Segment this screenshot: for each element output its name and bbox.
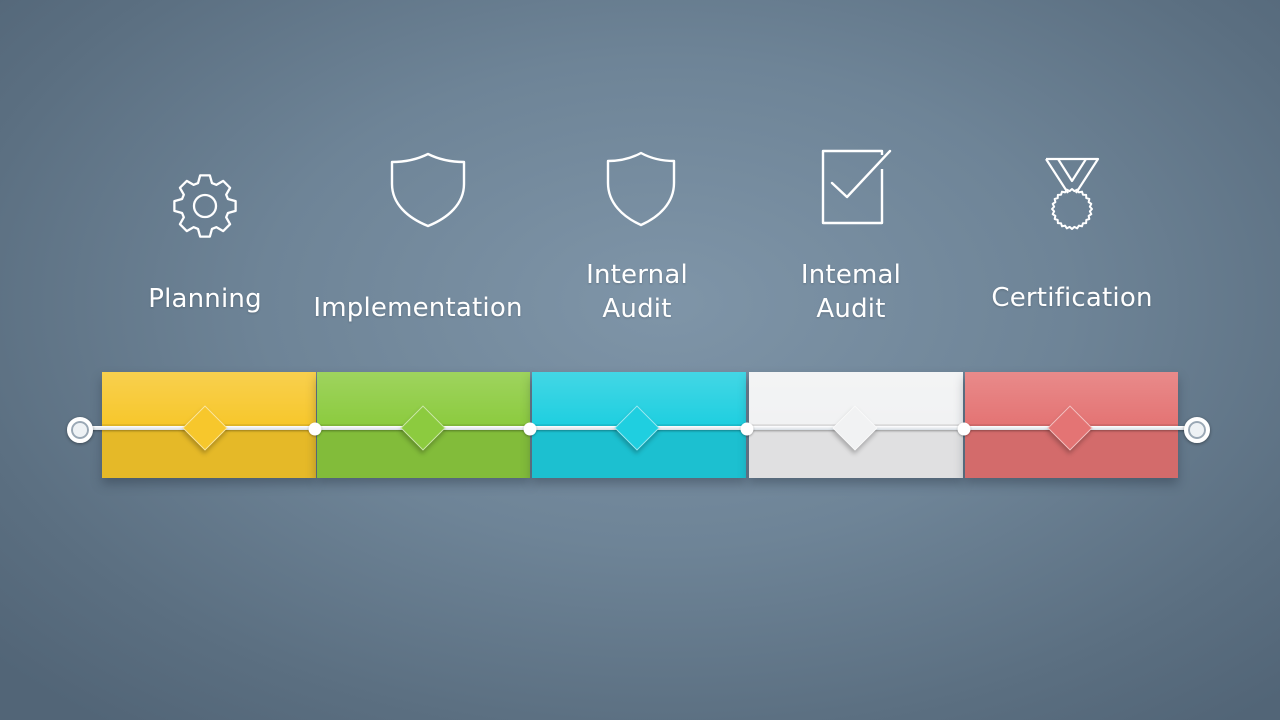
label-line: Intemal (800, 260, 902, 290)
stage-label-implementation: Implementation (313, 291, 522, 325)
label-line: Planning (148, 284, 262, 314)
stage-band-internal-audit (532, 372, 746, 478)
stage-band-implementation (317, 372, 530, 478)
label-line: Internal (586, 260, 688, 290)
stage-label-intemal-audit: Intemal Audit (801, 258, 901, 326)
gear-icon (170, 171, 240, 241)
timeline-joint (308, 422, 322, 436)
stage-label-certification: Certification (991, 281, 1152, 315)
timeline-end-node (1184, 417, 1210, 443)
checkbox-icon (816, 147, 896, 227)
label-line: Audit (602, 294, 672, 324)
stage-label-planning: Planning (148, 282, 262, 316)
timeline-joint (957, 422, 971, 436)
shield-icon (388, 150, 468, 230)
stage-band-planning (102, 372, 316, 478)
label-line: Implementation (313, 293, 523, 323)
label-line: Certification (991, 283, 1153, 313)
timeline-joint (740, 422, 754, 436)
medal-icon (1037, 155, 1107, 235)
label-line: Audit (816, 294, 886, 324)
stage-label-internal-audit: Internal Audit (586, 258, 688, 326)
shield-icon (604, 149, 678, 229)
timeline-start-node (67, 417, 93, 443)
timeline-joint (523, 422, 537, 436)
